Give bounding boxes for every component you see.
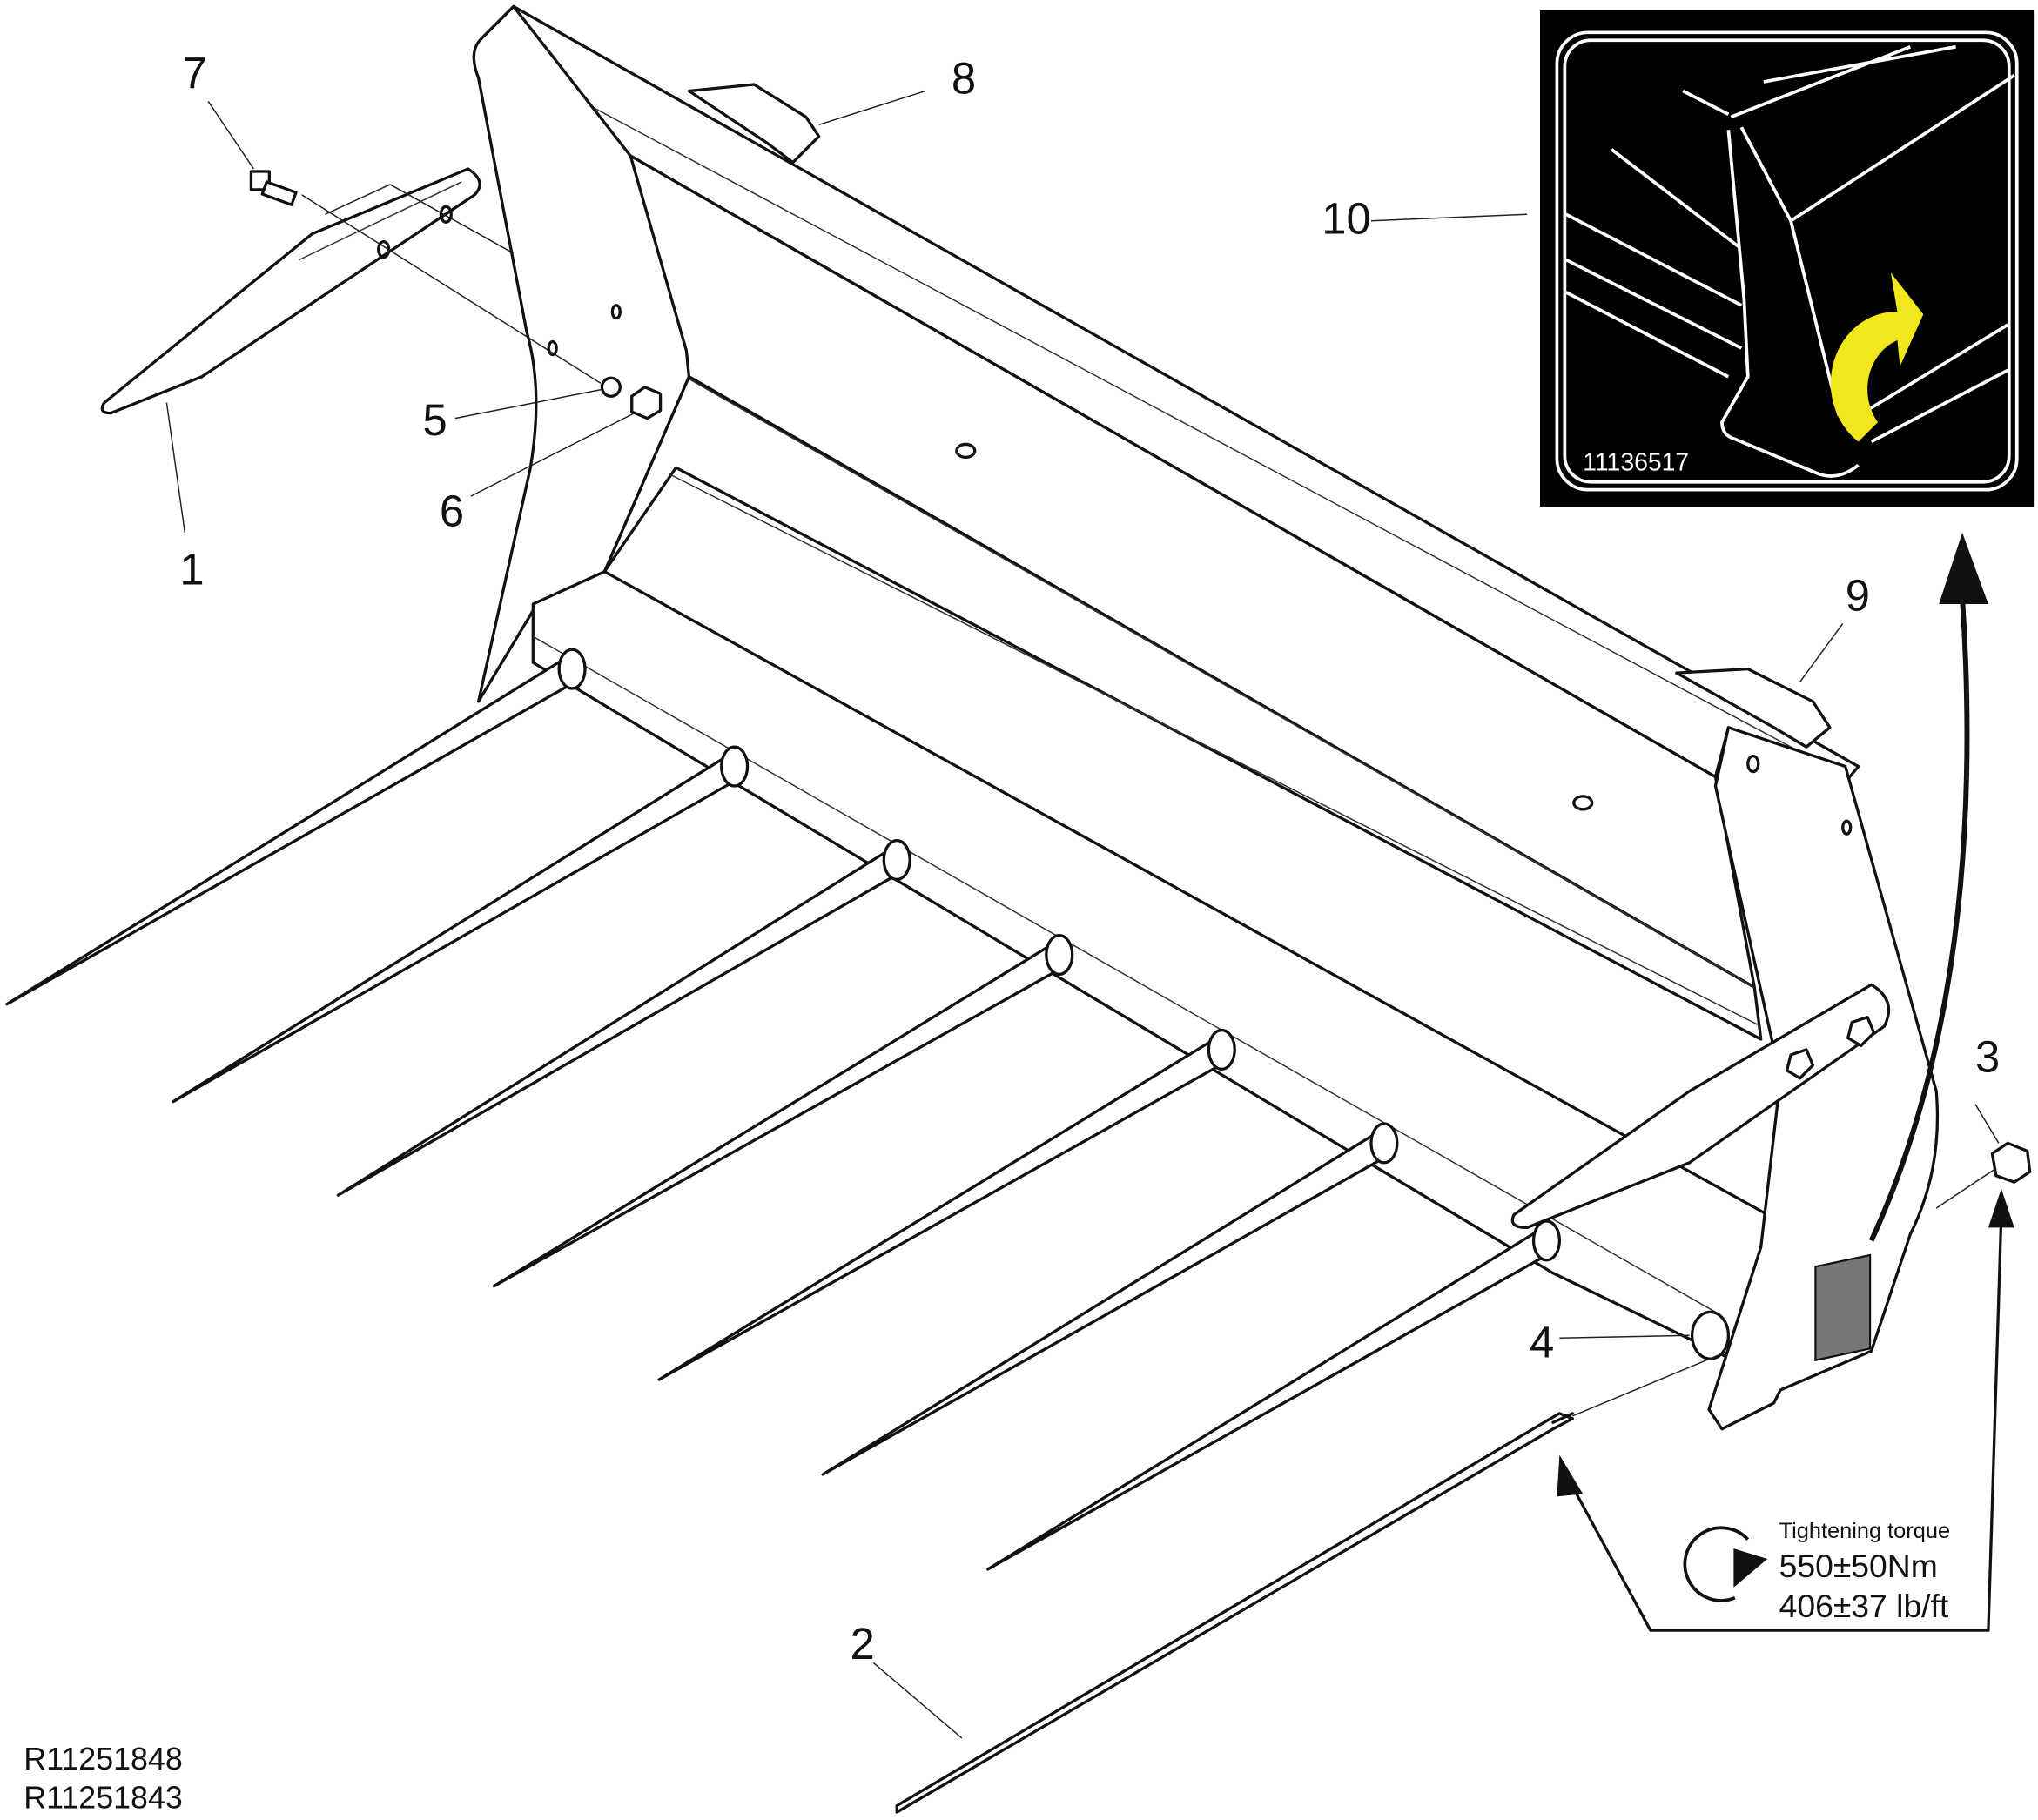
tine <box>492 941 1066 1288</box>
reference-arrow <box>1868 597 1970 1242</box>
inset-code: 11136517 <box>1583 448 1689 476</box>
tine-collar <box>557 648 587 690</box>
tine <box>657 1036 1228 1381</box>
bolt-7 <box>249 170 298 206</box>
tine-collar <box>1531 1219 1562 1262</box>
tine-collar <box>882 839 911 882</box>
hook-9 <box>1675 667 1832 749</box>
tine <box>336 846 904 1197</box>
tine-collar <box>1045 933 1074 977</box>
callout-10: 10 <box>1322 194 1370 244</box>
torque-pointer <box>1564 1212 2003 1632</box>
callout-4: 4 <box>1530 1318 1554 1367</box>
callout-1: 1 <box>179 545 204 594</box>
side-tine-left <box>100 167 622 415</box>
torque-title: Tightening torque <box>1779 1519 1950 1543</box>
tine <box>821 1130 1391 1476</box>
tine <box>5 655 579 1006</box>
callouts: 7 8 10 5 6 1 9 3 4 2 <box>179 48 2000 1668</box>
reference-code-2: R11251843 <box>24 1781 183 1816</box>
torque-metric: 550±50Nm <box>1779 1548 1938 1584</box>
callout-3: 3 <box>1975 1031 2000 1081</box>
tine-row <box>5 648 1562 1571</box>
callout-6: 6 <box>440 486 464 535</box>
tine-collar <box>720 745 750 788</box>
callout-8: 8 <box>952 53 976 103</box>
side-tine-right <box>1510 983 1891 1230</box>
washer-5 <box>600 376 622 398</box>
tine <box>986 1227 1554 1571</box>
torque-imperial: 406±37 lb/ft <box>1779 1588 1949 1624</box>
nut-3 <box>1990 1141 2032 1184</box>
loose-tine-2 <box>895 1412 1574 1814</box>
tine-collar <box>1207 1028 1236 1071</box>
tine-collar <box>1369 1122 1399 1165</box>
hook-8 <box>687 83 821 165</box>
torque-rotation-icon <box>1683 1526 1750 1602</box>
callout-9: 9 <box>1846 570 1870 620</box>
inset-decal: 11136517 <box>1539 10 2035 507</box>
reference-code-1: R11251848 <box>24 1742 183 1776</box>
callout-5: 5 <box>422 395 447 445</box>
nut-6 <box>630 386 663 420</box>
callout-7: 7 <box>182 48 206 97</box>
leader-lines <box>165 90 2000 1739</box>
tine <box>172 753 742 1104</box>
callout-2: 2 <box>850 1619 874 1669</box>
fork-frame <box>472 4 1940 1431</box>
